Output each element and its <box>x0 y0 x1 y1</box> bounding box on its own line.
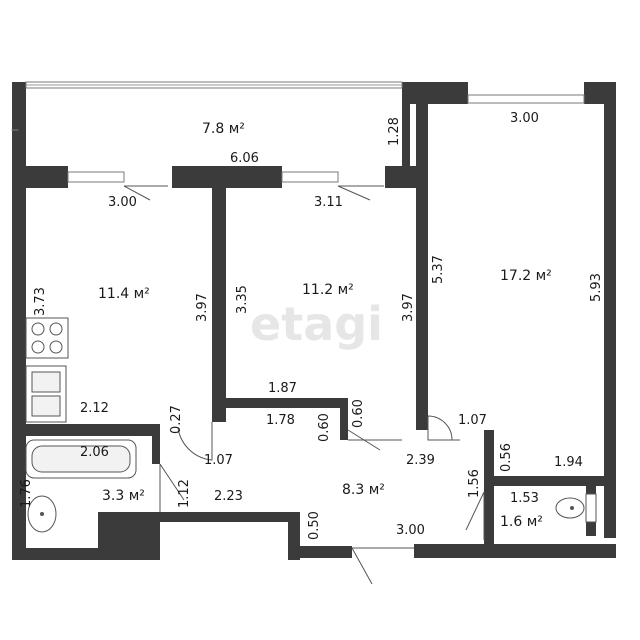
dim-balcony-width: 6.06 <box>230 151 259 166</box>
dim-kitchen-right: 3.97 <box>195 293 210 322</box>
hall-lower-wall <box>158 512 300 522</box>
dim-middle-right: 3.97 <box>401 293 416 322</box>
dim-right-bottom: 1.94 <box>554 455 583 470</box>
dim-hall-left: 1.12 <box>177 479 192 508</box>
watermark: etagi <box>250 297 383 351</box>
dim-middle-left: 3.35 <box>235 285 250 314</box>
kitchen-area: 11.4 м² <box>98 286 150 302</box>
dim-kitchen-left: 3.73 <box>33 287 48 316</box>
dim-middle-top: 3.11 <box>314 195 343 210</box>
dim-kitchen-bottom: 2.12 <box>80 401 109 416</box>
dim-hall-right: 2.39 <box>406 453 435 468</box>
stove-icon <box>25 317 69 359</box>
dim-kitchen-top: 3.00 <box>108 195 137 210</box>
partition-middle-right <box>416 100 428 430</box>
dim-right-right: 5.93 <box>589 273 604 302</box>
dim-hall-bottom: 3.00 <box>396 523 425 538</box>
bath-area: 3.3 м² <box>102 488 145 504</box>
middle-door <box>347 429 402 451</box>
right-top-wall-left <box>408 82 468 104</box>
balcony-bottom-wall-1 <box>12 166 68 188</box>
dim-corridor-side-a: 0.60 <box>317 413 332 442</box>
walls <box>12 82 616 560</box>
dim-hall-step: 0.50 <box>307 511 322 540</box>
dim-bath-height: 1.76 <box>19 479 34 508</box>
outer-wall-right <box>604 82 616 538</box>
dimensions-horizontal: 6.06 3.00 3.00 3.11 2.12 1.87 1.78 2.06 … <box>80 111 583 538</box>
balcony-right-wall <box>402 82 410 186</box>
dim-wc-height: 1.56 <box>467 469 482 498</box>
balcony-bottom-wall-3 <box>385 166 425 188</box>
dim-corridor-top: 1.78 <box>266 413 295 428</box>
kitchen-balcony-door <box>123 185 168 201</box>
dim-wc-top: 1.07 <box>458 413 487 428</box>
middle-balcony-door <box>337 185 384 201</box>
fixtures <box>25 317 597 533</box>
bottom-wall-mid <box>288 546 352 558</box>
bath-shaft <box>98 512 158 550</box>
kitchen-bottom-wall <box>12 424 158 436</box>
wc-left-wall <box>484 430 494 544</box>
dim-hall-bottom-left: 2.23 <box>214 489 243 504</box>
dim-right-top: 3.00 <box>510 111 539 126</box>
dim-kitchen-niche: 0.27 <box>169 405 184 434</box>
bath-door <box>159 463 185 512</box>
right-room-door <box>427 415 460 441</box>
dim-right-left: 5.37 <box>431 255 446 284</box>
wc-area: 1.6 м² <box>500 514 543 530</box>
doors <box>123 185 485 585</box>
corridor-notch <box>340 398 348 440</box>
right-room-area: 17.2 м² <box>500 268 552 284</box>
kitchen-door <box>177 422 213 461</box>
bath-right-wall-top <box>152 424 160 464</box>
wc-top-wall <box>484 476 616 486</box>
entrance-door <box>351 547 414 585</box>
dim-bath-door: 1.07 <box>204 453 233 468</box>
dim-balcony-height: 1.28 <box>387 117 402 146</box>
middle-bottom-wall <box>226 398 346 408</box>
kitchen-window <box>67 171 125 183</box>
outer-wall-left <box>12 82 26 560</box>
windows <box>11 81 585 183</box>
bottom-wall-right <box>414 544 616 558</box>
middle-room-area: 11.2 м² <box>302 282 354 298</box>
room-areas: 7.8 м² 11.4 м² 11.2 м² 17.2 м² 3.3 м² 8.… <box>98 121 552 530</box>
bottom-wall-left <box>12 548 160 560</box>
hall-area: 8.3 м² <box>342 482 385 498</box>
dim-bath-width: 2.06 <box>80 445 109 460</box>
wc-door <box>465 491 485 540</box>
balcony-bottom-wall-2 <box>172 166 282 188</box>
dim-wc-width: 1.53 <box>510 491 539 506</box>
partition-kitchen-middle <box>212 186 226 422</box>
balcony-area: 7.8 м² <box>202 121 245 137</box>
dim-wc-side: 0.56 <box>499 443 514 472</box>
dim-corridor-side-b: 0.60 <box>351 399 366 428</box>
dim-middle-bottom: 1.87 <box>268 381 297 396</box>
dimensions-vertical: 1.28 3.73 3.97 3.35 3.97 5.37 5.93 0.27 … <box>19 117 604 540</box>
right-room-window <box>467 94 585 104</box>
middle-window <box>281 171 339 183</box>
